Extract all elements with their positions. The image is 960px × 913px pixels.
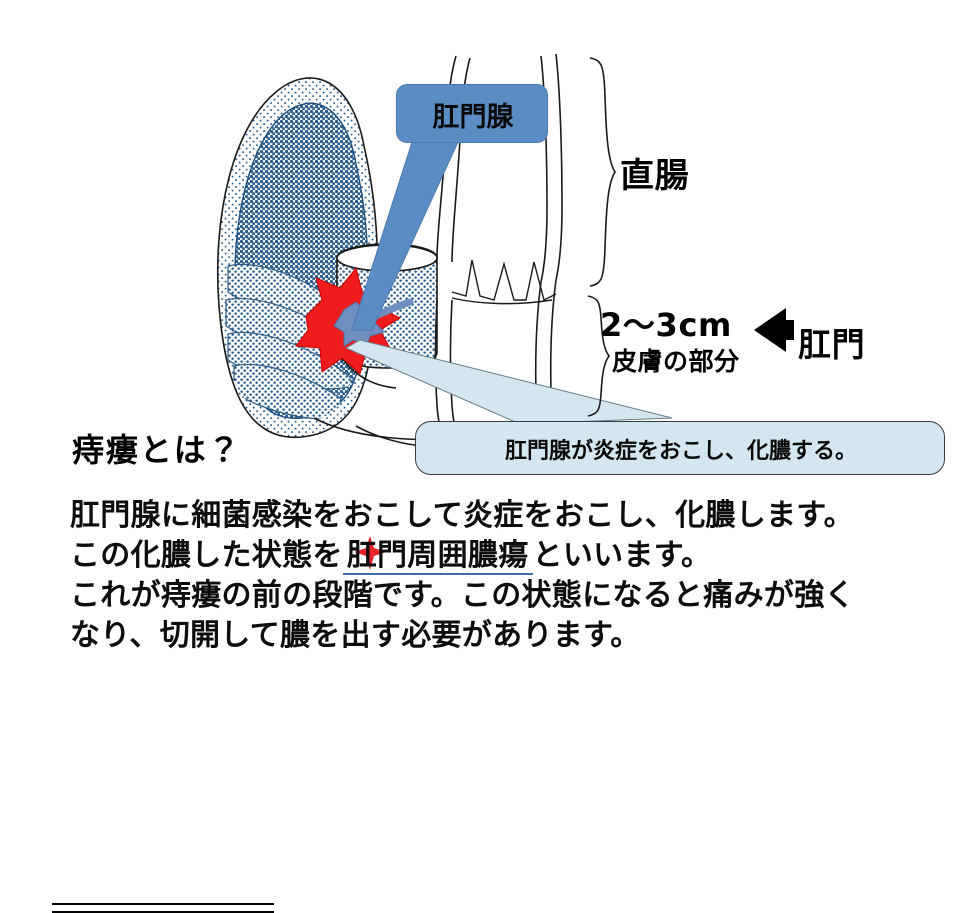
callout-anal-gland-label: 肛門腺 [432,102,514,133]
explanation-paragraph: 肛門腺に細菌感染をおこして炎症をおこし、化膿します。 この化膿した状態を肛門周囲… [70,496,900,656]
term-perianal-abscess: 肛門周囲膿瘍 [342,537,533,575]
sparkle-icon [354,536,386,570]
label-skin-portion: 皮膚の部分 [612,347,740,376]
anal-canal-brace [587,295,610,417]
callout-inflammation[interactable]: 肛門腺が炎症をおこし、化膿する。 [415,421,945,475]
callout-anal-gland[interactable]: 肛門腺 [396,84,548,143]
slide-canvas: 肛門腺 肛門腺が炎症をおこし、化膿する。 直腸 2〜3cm 皮膚の部分 肛門 痔… [52,53,945,913]
section-heading: 痔瘻とは？ [52,431,274,913]
callout-inflammation-label: 肛門腺が炎症をおこし、化膿する。 [504,439,857,464]
anus-arrow-icon [754,308,794,352]
explanation-line-1: 肛門腺に細菌感染をおこして炎症をおこし、化膿します。 [70,498,854,533]
section-heading-text: 痔瘻とは？ [72,431,242,469]
explanation-line-3: これが痔瘻の前の段階です。この状態になると痛みが強く [70,577,855,613]
explanation-line-4: なり、切開して膿を出す必要があります。 [70,617,641,653]
muscle-striation-group [225,263,362,420]
heading-underline [52,903,274,913]
inflammation-callout-pointer [344,339,673,425]
explanation-line-2-suffix: といいます。 [532,537,712,573]
label-anus: 肛門 [798,325,866,364]
label-rectum: 直腸 [620,156,690,196]
label-anal-canal-size: 2〜3cm [600,306,733,344]
dentate-line [451,259,557,305]
explanation-line-2: この化膿した状態を肛門周囲膿瘍といいます。 [70,536,900,576]
explanation-line-2-prefix: この化膿した状態を [70,537,343,573]
rectum-brace [589,57,616,287]
